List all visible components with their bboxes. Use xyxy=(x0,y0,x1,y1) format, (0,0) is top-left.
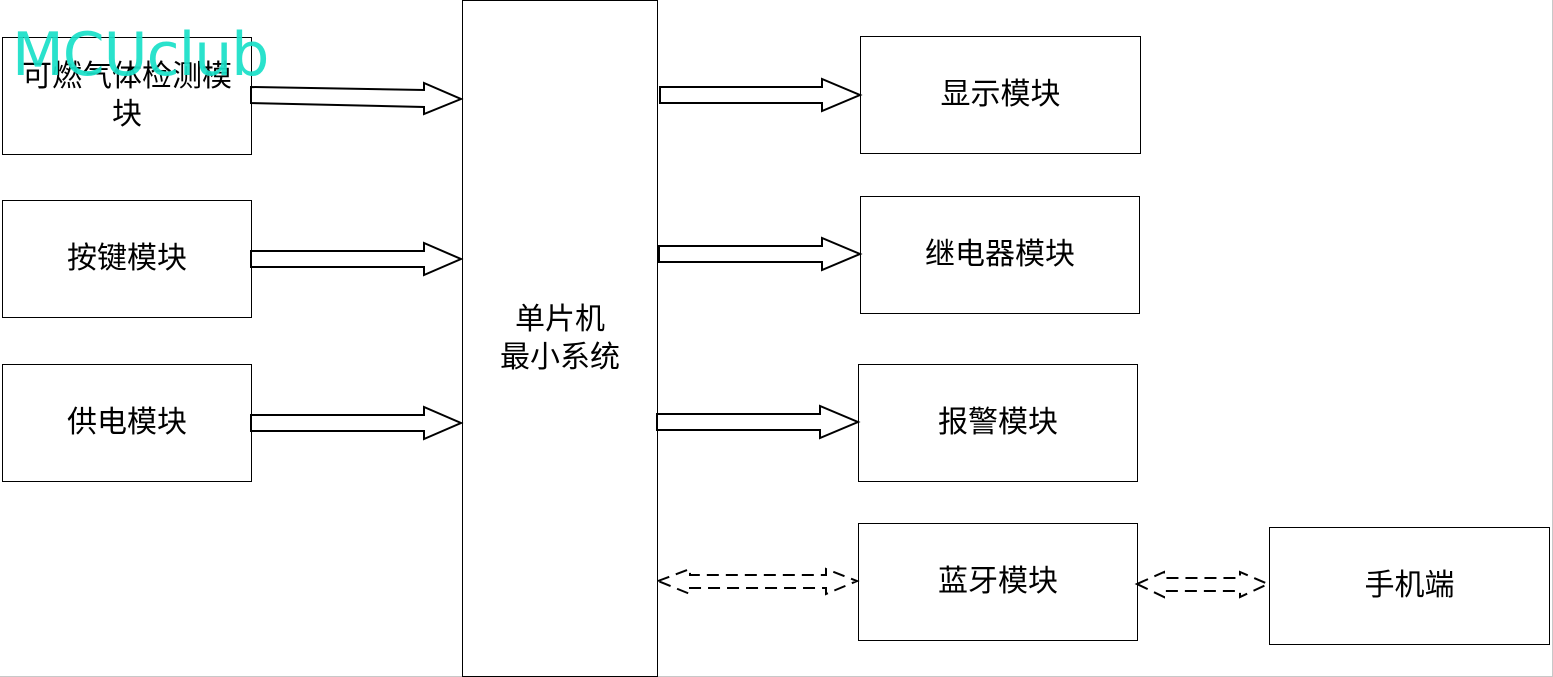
mcu-label-line2: 最小系统 xyxy=(500,339,620,375)
arrow-mcu-to-display xyxy=(659,77,863,113)
mcu-block: 单片机 最小系统 xyxy=(462,0,658,677)
arrow-mcu-bluetooth-bidirectional xyxy=(655,567,860,596)
display-label: 显示模块 xyxy=(940,77,1061,112)
relay-label: 继电器模块 xyxy=(925,237,1075,272)
power-label: 供电模块 xyxy=(67,405,187,440)
gas-sensor-label-line1: 可燃气体检测模 xyxy=(22,59,232,94)
mcu-label-line1: 单片机 xyxy=(515,301,605,337)
phone-label: 手机端 xyxy=(1364,568,1455,603)
gas-sensor-block: 可燃气体检测模 块 xyxy=(2,37,252,155)
keypad-label: 按键模块 xyxy=(67,241,187,276)
arrow-keypad-to-mcu xyxy=(250,241,464,277)
gas-sensor-label-line2: 块 xyxy=(112,97,142,132)
alarm-block: 报警模块 xyxy=(858,364,1138,482)
arrow-power-to-mcu xyxy=(250,405,464,441)
arrow-mcu-to-relay xyxy=(658,236,863,272)
alarm-label: 报警模块 xyxy=(938,405,1058,440)
arrow-bluetooth-phone-bidirectional xyxy=(1134,570,1271,599)
arrow-gas-to-mcu xyxy=(250,81,464,116)
phone-block: 手机端 xyxy=(1269,527,1550,645)
arrow-mcu-to-alarm xyxy=(656,404,861,440)
bluetooth-label: 蓝牙模块 xyxy=(938,564,1058,599)
display-block: 显示模块 xyxy=(860,36,1141,154)
bluetooth-block: 蓝牙模块 xyxy=(858,523,1138,641)
relay-block: 继电器模块 xyxy=(860,196,1140,314)
power-block: 供电模块 xyxy=(2,364,252,482)
